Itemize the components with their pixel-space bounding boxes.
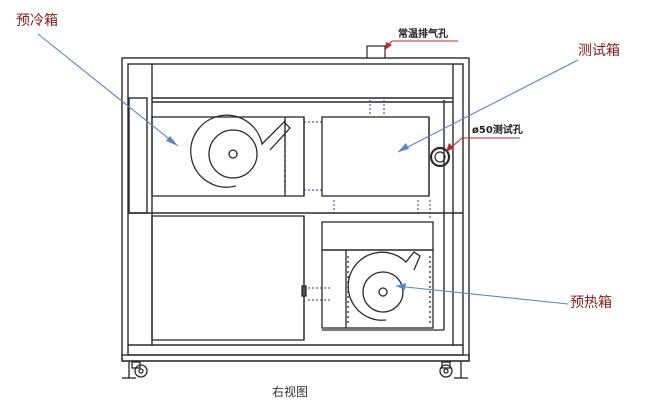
test-chamber-arrowhead [398,143,409,152]
test-port-arrowhead [446,143,454,152]
preheat-leader [395,285,569,305]
ambient-vent-pipe [366,45,386,59]
leader-lines [37,33,579,305]
preheat-chamber [321,221,444,331]
label-test-chamber: 测试箱 [578,43,620,59]
test-chamber-leader [397,59,579,153]
test-port [429,146,451,168]
label-precool-chamber: 预冷箱 [16,13,58,29]
dashed-ducts [304,100,431,301]
label-test-port: ø50测试孔 [472,125,523,136]
vent-arrowhead [385,42,392,50]
precool-leader [37,33,179,147]
test-port-leader [445,137,520,153]
label-preheat-chamber: 预热箱 [570,295,612,311]
preheat-arrowhead [396,283,406,290]
leader-arrowheads [166,42,454,290]
base-rail [121,354,470,362]
cabinet-frame [121,57,470,362]
label-bottom-caption: 右视图 [272,385,309,399]
lower-left-panel [151,215,307,341]
preheat-fan [347,251,431,326]
caster-right [439,361,468,379]
caster-left [122,361,148,379]
vent-leader [385,40,458,49]
precool-chamber [151,116,305,197]
label-ambient-vent: 常温排气孔 [398,29,448,40]
precool-fan [190,114,291,194]
test-chamber [321,116,430,197]
precool-arrowhead [166,136,178,146]
